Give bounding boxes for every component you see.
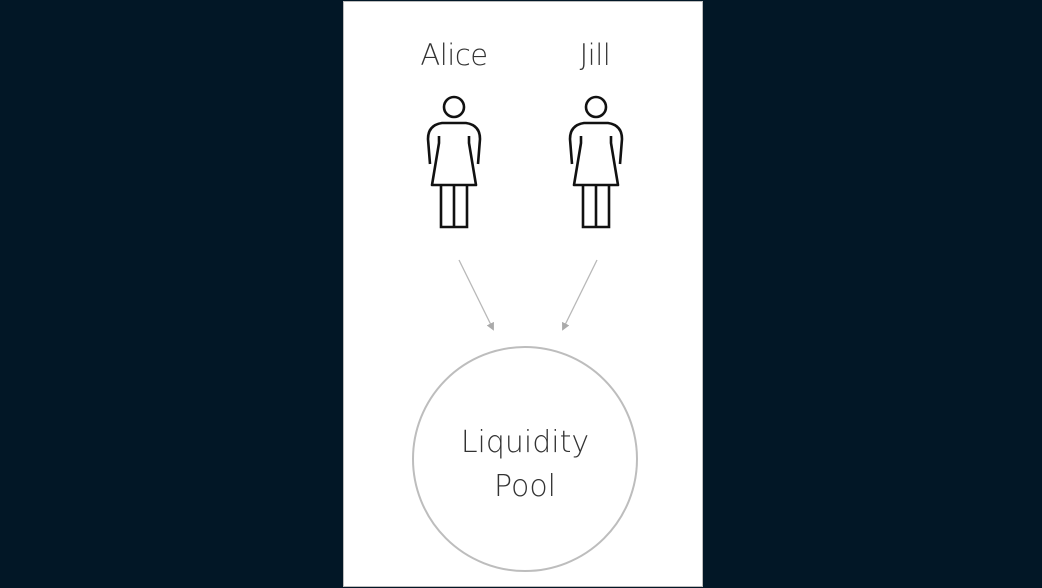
jill-woman-icon: [568, 95, 624, 229]
alice-label: Alice: [420, 38, 488, 72]
liquidity-pool-label: Liquidity Pool: [461, 421, 589, 509]
arrow-alice-to-pool: [458, 259, 494, 331]
arrow-jill-to-pool: [562, 259, 598, 331]
pool-line-1: Liquidity: [460, 425, 590, 460]
jill-label: Jill: [579, 38, 611, 72]
pool-line-2: Pool: [493, 469, 557, 504]
diagram-panel: [343, 1, 703, 587]
liquidity-pool-circle: [412, 346, 638, 572]
alice-woman-icon: [426, 95, 482, 229]
